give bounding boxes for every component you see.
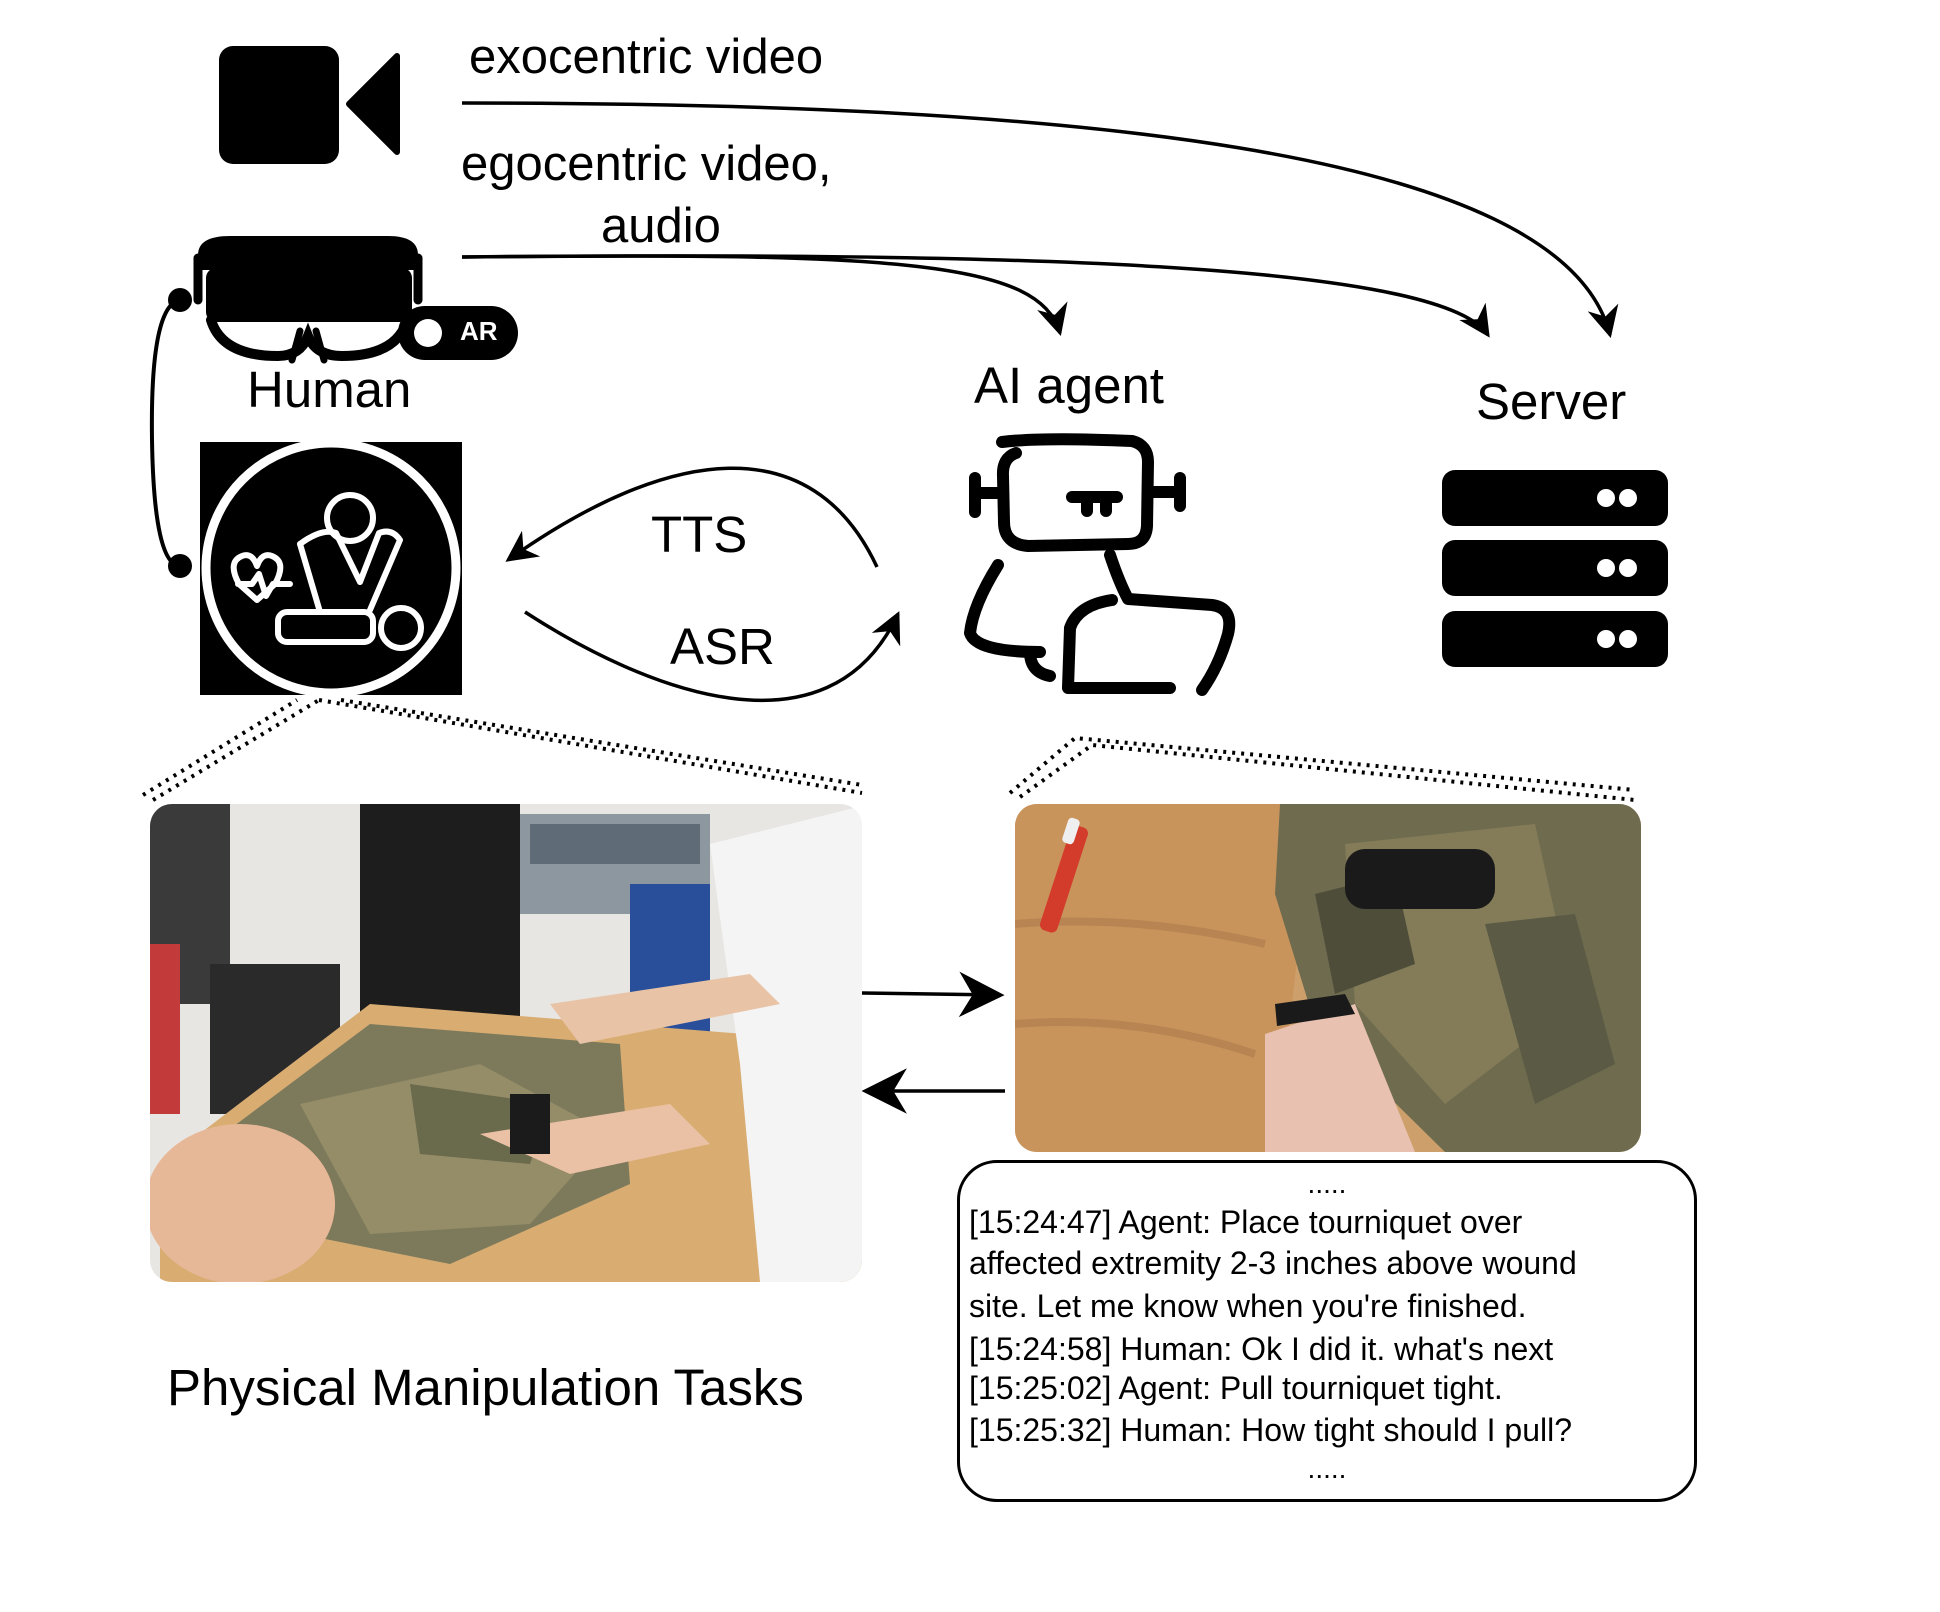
transcript-line: [15:24:58] Human: Ok I did it. what's ne… — [969, 1331, 1554, 1367]
server-label: Server — [1476, 373, 1627, 430]
transcript-line: [15:25:02] Agent: Pull tourniquet tight. — [969, 1370, 1503, 1406]
tts-label: TTS — [651, 506, 748, 563]
egocentric-audio-label: audio — [601, 199, 721, 253]
video-camera-icon — [219, 46, 400, 164]
transcript-line: affected extremity 2-3 inches above woun… — [969, 1245, 1577, 1281]
egocentric-video-label: egocentric video, — [461, 137, 832, 191]
figure-caption: Physical Manipulation Tasks — [167, 1359, 804, 1416]
transcript-line: site. Let me know when you're finished. — [969, 1288, 1527, 1324]
exocentric-video-label: exocentric video — [469, 30, 824, 84]
egocentric-arrow-to-server — [461, 254, 1490, 338]
egocentric-arrow-to-agent — [461, 254, 1068, 337]
server-icon — [1442, 470, 1668, 667]
transcript-line: [15:24:47] Agent: Place tourniquet over — [969, 1204, 1523, 1240]
asr-label: ASR — [670, 618, 775, 675]
ai-agent-label: AI agent — [974, 357, 1164, 414]
egocentric-photo — [1015, 804, 1641, 1152]
dialogue-transcript: ..... [15:24:47] Agent: Place tourniquet… — [957, 1160, 1697, 1502]
human-connector-icon — [149, 288, 192, 578]
exocentric-arrow — [461, 101, 1619, 339]
ai-agent-icon — [964, 433, 1236, 696]
arrow-to-ego-view — [861, 971, 1005, 1018]
transcript-ellipsis-top: ..... — [1307, 1168, 1347, 1199]
human-label: Human — [247, 361, 412, 418]
ar-headset-icon — [193, 236, 518, 364]
cpr-icon — [200, 438, 462, 698]
transcript-ellipsis-bottom: ..... — [1307, 1453, 1347, 1484]
asr-arrow — [524, 610, 901, 703]
exocentric-photo — [150, 804, 862, 1282]
zoom-projection-lines — [141, 698, 1636, 802]
tts-arrow — [505, 466, 879, 568]
transcript-line: [15:25:32] Human: How tight should I pul… — [969, 1412, 1573, 1448]
ar-badge-label: AR — [460, 316, 498, 346]
